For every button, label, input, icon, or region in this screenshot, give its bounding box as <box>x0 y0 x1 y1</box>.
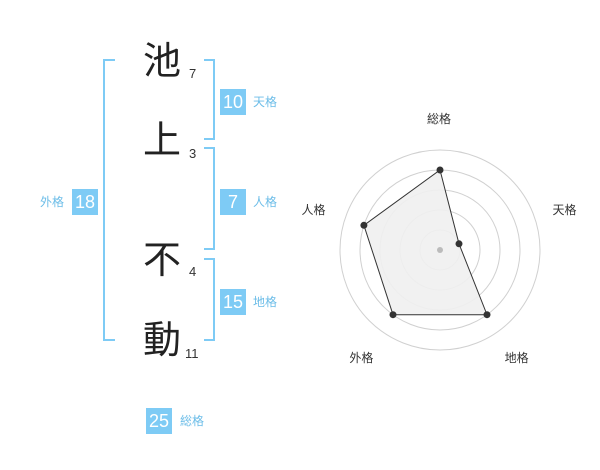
soukaku-value-badge: 25 <box>146 408 173 434</box>
bracket-jinkaku <box>204 147 215 250</box>
radar-point <box>483 311 491 319</box>
radar-point <box>455 240 463 248</box>
soukaku-label: 総格 <box>180 414 205 428</box>
radar-center-point <box>437 247 443 253</box>
radar-axis-label: 天格 <box>552 203 577 218</box>
gaikaku-value-badge: 18 <box>72 189 99 215</box>
radar-grid-ring <box>339 149 541 351</box>
radar-point <box>360 221 368 229</box>
radar-point <box>436 166 444 174</box>
bracket-tenkaku <box>204 59 215 140</box>
bracket-group <box>103 59 215 341</box>
name-char-2: 上 <box>142 118 181 162</box>
jinkaku-value-badge: 7 <box>220 189 246 215</box>
stroke-count-2: 3 <box>189 146 197 161</box>
gaikaku-label: 外格 <box>40 195 65 209</box>
jinkaku-label: 人格 <box>253 195 278 209</box>
radar-chart <box>339 149 541 351</box>
bracket-chikaku <box>204 258 215 341</box>
stroke-count-4: 11 <box>185 346 199 361</box>
radar-axis-label: 総格 <box>427 112 452 126</box>
radar-value-polygon <box>363 169 488 316</box>
name-char-1: 池 <box>142 39 181 83</box>
name-char-3: 不 <box>142 238 181 282</box>
radar-axis-label: 地格 <box>504 350 529 365</box>
tenkaku-value-badge: 10 <box>220 89 247 115</box>
radar-axis-label: 人格 <box>301 203 326 218</box>
name-char-4: 動 <box>142 318 181 362</box>
radar-point <box>389 311 397 319</box>
tenkaku-label: 天格 <box>253 95 278 109</box>
chikaku-value-badge: 15 <box>220 289 247 315</box>
bracket-gaikaku <box>103 59 115 341</box>
stroke-count-1: 7 <box>189 66 197 81</box>
radar-axis-label: 外格 <box>349 350 374 365</box>
chikaku-label: 地格 <box>253 295 278 309</box>
stroke-count-3: 4 <box>189 264 197 279</box>
